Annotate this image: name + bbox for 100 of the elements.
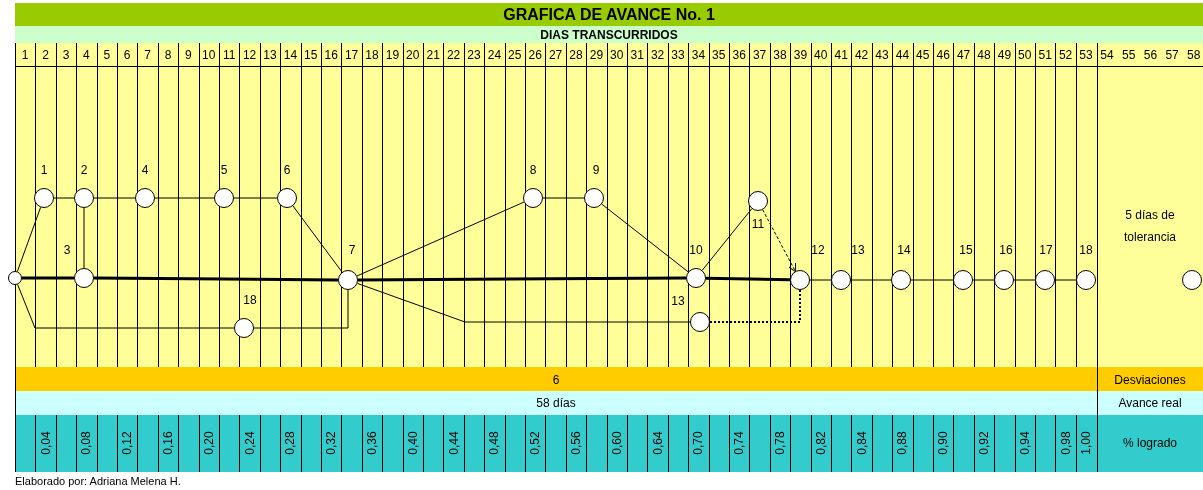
connector-line xyxy=(762,209,797,273)
day-number: 14 xyxy=(283,48,298,62)
day-number: 46 xyxy=(936,48,950,62)
day-number: 20 xyxy=(406,48,420,62)
day-number: 49 xyxy=(997,48,1012,62)
event-number: 5 xyxy=(220,163,228,177)
day-number: 7 xyxy=(144,48,151,62)
event-number: 2 xyxy=(80,163,88,177)
percent-value: 0,70 xyxy=(691,431,706,455)
day-number: 5 xyxy=(103,48,111,62)
day-number: 52 xyxy=(1058,48,1073,62)
connector-line xyxy=(356,201,525,277)
day-number: 16 xyxy=(324,48,338,62)
connector-line xyxy=(17,284,235,329)
percent-value: 0,78 xyxy=(773,431,787,455)
connector-line xyxy=(972,279,995,281)
event-number: 15 xyxy=(959,243,973,257)
title-banner: GRAFICA DE AVANCE No. 1 xyxy=(15,3,1203,26)
day-number: 58 xyxy=(1187,48,1201,62)
day-number: 41 xyxy=(834,48,848,62)
day-number: 54 xyxy=(1100,48,1114,62)
day-number: 11 xyxy=(222,48,236,62)
day-number: 35 xyxy=(712,48,726,62)
day-number: 57 xyxy=(1165,48,1179,62)
event-number: 10 xyxy=(689,243,703,257)
connector-line xyxy=(910,279,954,281)
day-number: 37 xyxy=(752,48,767,62)
day-number: 21 xyxy=(426,48,440,62)
event-number: 3 xyxy=(63,243,71,257)
day-number: 8 xyxy=(164,48,172,62)
percent-value: 0,36 xyxy=(365,431,379,455)
day-number: 44 xyxy=(895,48,910,62)
day-number: 4 xyxy=(83,48,90,62)
day-number: 1 xyxy=(21,48,29,62)
connector-line xyxy=(16,206,42,272)
day-number: 40 xyxy=(814,48,828,62)
connector-line xyxy=(53,197,75,199)
day-number: 29 xyxy=(589,48,604,62)
day-number: 22 xyxy=(446,48,461,62)
event-number: 18 xyxy=(243,293,257,307)
day-number: 38 xyxy=(773,48,787,62)
percent-value: 0,28 xyxy=(283,431,298,455)
connector-line xyxy=(22,276,74,280)
event-number: 7 xyxy=(348,243,356,257)
day-number: 12 xyxy=(242,48,257,62)
percent-value: 1,00 xyxy=(1079,431,1093,455)
day-number: 39 xyxy=(793,48,808,62)
connector-line xyxy=(709,289,801,323)
day-number: 34 xyxy=(691,48,706,62)
event-number: 17 xyxy=(1039,243,1053,257)
percent-value: 0,94 xyxy=(1017,431,1032,455)
percent-value: 0,12 xyxy=(120,431,135,455)
event-number: 14 xyxy=(897,243,911,257)
day-number: 18 xyxy=(365,48,379,62)
event-number: 13 xyxy=(671,294,685,308)
day-number: 19 xyxy=(385,48,400,62)
percent-value: 0,52 xyxy=(528,431,543,455)
tolerance-note: 5 días de tolerancia xyxy=(1123,207,1177,246)
event-number: 16 xyxy=(999,243,1013,257)
column-header: DIAS TRANSCURRIDOS xyxy=(540,28,678,42)
day-number: 3 xyxy=(62,48,70,62)
day-number: 28 xyxy=(569,48,583,62)
day-number: 36 xyxy=(732,48,746,62)
percent-value: 0,84 xyxy=(854,431,869,455)
day-number: 33 xyxy=(671,48,685,62)
day-number: 2 xyxy=(42,48,49,62)
day-number: 9 xyxy=(185,48,192,62)
percent-value: 0,74 xyxy=(732,431,747,455)
percent-value: 0,24 xyxy=(242,431,257,455)
day-number: 6 xyxy=(123,48,131,62)
event-number: 8 xyxy=(529,163,537,177)
event-number: 1 xyxy=(40,163,48,177)
row-label: % logrado xyxy=(1123,436,1177,450)
day-number: 47 xyxy=(956,48,971,62)
progress-value: 58 días xyxy=(536,396,576,410)
event-number: 18 xyxy=(1079,243,1093,257)
connector-line xyxy=(358,276,686,282)
percent-value: 0,48 xyxy=(487,431,502,455)
day-number: 42 xyxy=(854,48,869,62)
percent-value: 0,40 xyxy=(405,431,420,455)
connector-line xyxy=(1013,279,1036,281)
day-number: 10 xyxy=(202,48,216,62)
connector-line xyxy=(356,282,691,323)
event-number: 6 xyxy=(283,163,291,177)
percent-value: 0,04 xyxy=(38,431,53,455)
percent-value: 0,32 xyxy=(324,431,339,455)
event-number: 12 xyxy=(811,243,825,257)
deviation-value: 6 xyxy=(552,373,560,387)
percent-value: 0,88 xyxy=(895,431,910,455)
connector-line xyxy=(701,208,753,271)
event-number: 13 xyxy=(851,243,865,257)
day-number: 43 xyxy=(875,48,889,62)
percent-value: 0,64 xyxy=(650,431,665,455)
percent-value: 0,60 xyxy=(609,431,624,455)
connector-line xyxy=(154,197,215,199)
day-number: 23 xyxy=(467,48,481,62)
connector-line xyxy=(253,289,349,329)
event-number: 9 xyxy=(592,163,600,177)
connector-line xyxy=(233,197,278,199)
day-number: 24 xyxy=(487,48,502,62)
